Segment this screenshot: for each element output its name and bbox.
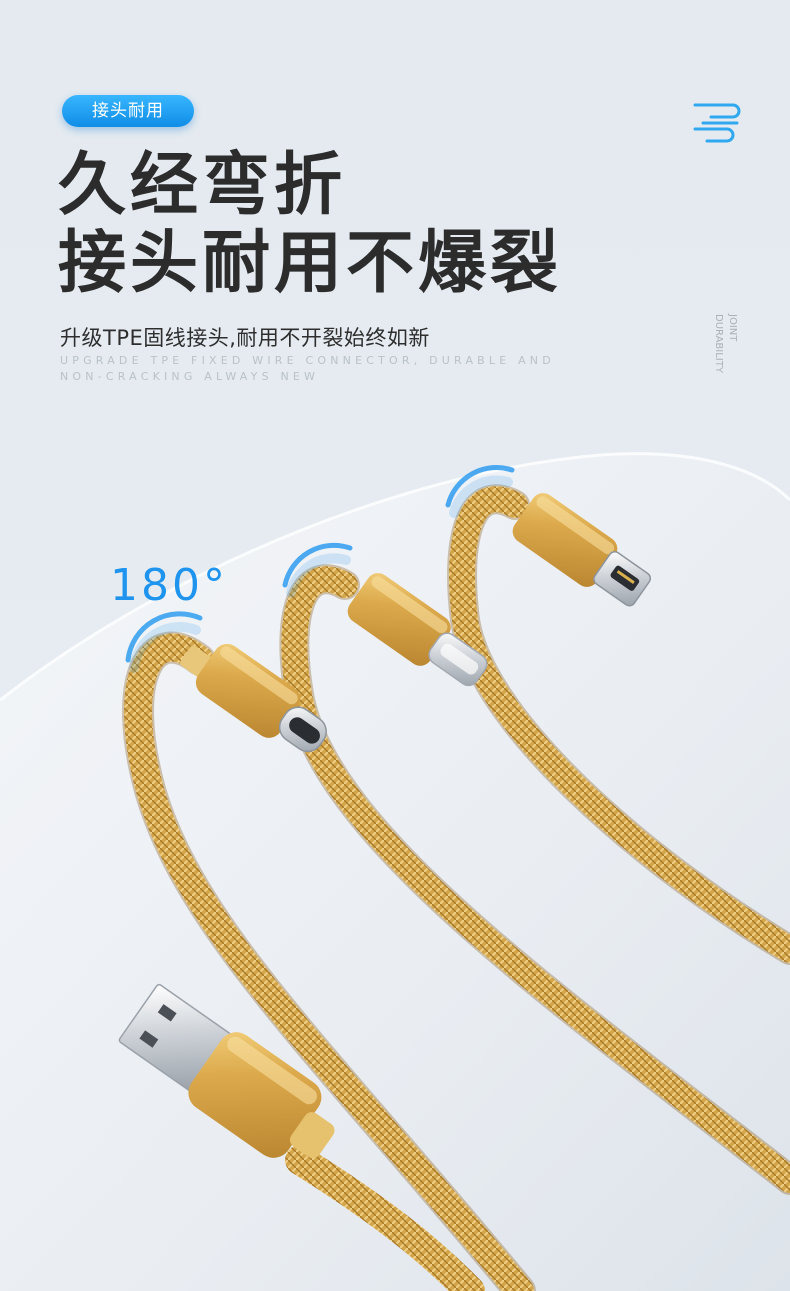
cable-usb-a	[285, 1145, 485, 1291]
section-tag: 接头耐用	[62, 95, 194, 127]
speed-lines-icon	[693, 103, 741, 143]
side-label-line-1: JOINT	[727, 314, 738, 342]
headline-line-2: 接头耐用不爆裂	[58, 224, 563, 303]
english-subtitle-line-1: UPGRADE TPE FIXED WIRE CONNECTOR, DURABL…	[60, 354, 555, 367]
side-label-line-2: DURABILITY	[713, 314, 724, 373]
headline-line-1: 久经弯折	[58, 146, 347, 225]
type-c-connector	[180, 643, 327, 753]
bend-highlight	[125, 465, 515, 673]
english-subtitle-line-2: NON-CRACKING ALWAYS NEW	[60, 370, 320, 383]
lightning-connector	[347, 573, 488, 687]
cable-type-c	[122, 631, 536, 1291]
subtitle: 升级TPE固线接头,耐用不开裂始终如新	[60, 326, 430, 350]
cable-lightning	[279, 564, 790, 1195]
usb-a-connector	[118, 983, 335, 1159]
micro-usb-connector	[512, 493, 652, 607]
bend-angle-label: 180°	[110, 560, 228, 611]
side-label: JOINT DURABILITY	[709, 314, 739, 373]
